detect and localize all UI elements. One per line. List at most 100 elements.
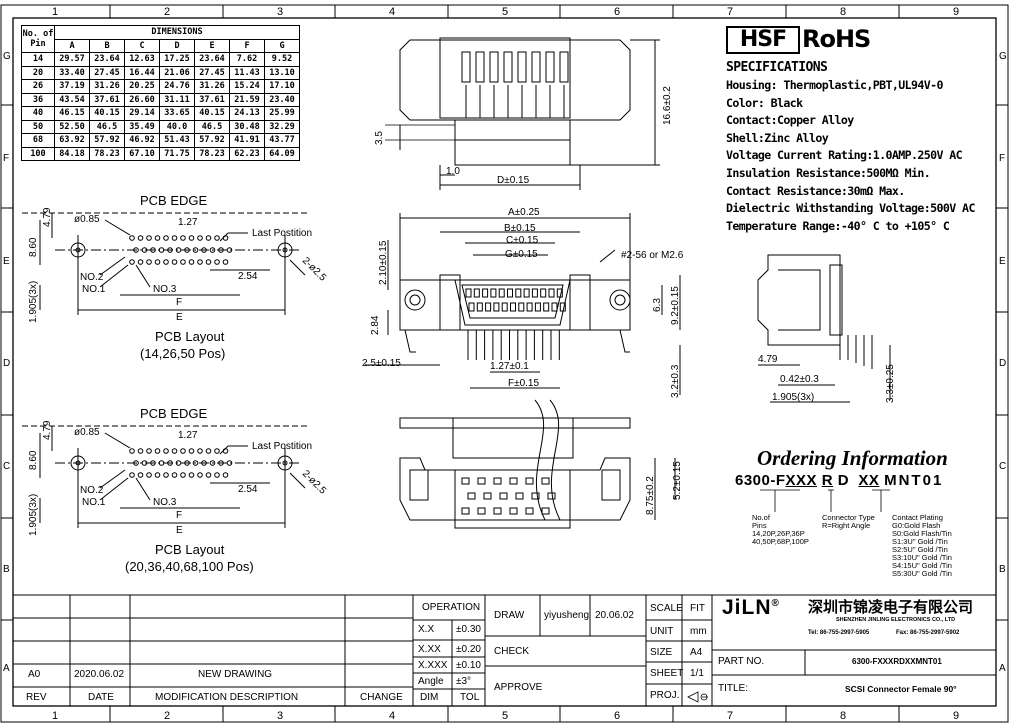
dim-table-cell: 30.48 (229, 119, 265, 134)
front-dim-b: B±0.15 (504, 223, 536, 234)
leader-last-2 (219, 232, 229, 242)
rev-date: 2020.06.02 (74, 669, 125, 680)
pcb-positions-label: (20,36,40,68,100 Pos) (125, 559, 254, 574)
pin-hole (547, 492, 556, 500)
pin-hole (180, 235, 186, 241)
code-suffix: MNT01 (884, 472, 944, 489)
type-line-1: R=Right Angle (822, 521, 871, 530)
leader-no3 (135, 477, 151, 501)
row-label-right: C (999, 461, 1006, 472)
pin-hole (461, 477, 470, 485)
front-dim-92: 9.2±0.15 (670, 286, 681, 325)
pin-hole (154, 472, 161, 478)
pcb-no3: NO.3 (153, 284, 177, 295)
contact (490, 288, 497, 298)
company-en: SHENZHEN JINLING ELECTRONICS CO., LTD (836, 617, 956, 623)
contact (498, 288, 505, 298)
column-label-top: 9 (953, 6, 959, 18)
pin-hole (192, 247, 199, 253)
column-label-top: 4 (389, 6, 395, 18)
code-xx: XX (858, 472, 880, 489)
pcb-layout-label: PCB Layout (155, 329, 225, 344)
hdr-dim: DIM (420, 692, 439, 703)
contact (473, 288, 480, 298)
pin-hole (214, 259, 220, 265)
pcb-pitch: 1.27 (178, 430, 198, 441)
pin-hole (209, 460, 216, 466)
pin-hole (146, 448, 152, 454)
pins-title: No.of (752, 513, 770, 522)
pin-hole (192, 460, 199, 466)
pcb-hole-dia: ø0.85 (74, 214, 100, 225)
dim-table-cell: 50 (21, 119, 55, 134)
row-label-right: E (999, 256, 1006, 267)
dim-table-cell: 46.92 (124, 133, 160, 148)
pin-hole (188, 448, 195, 454)
top-dim-d: D±0.15 (497, 175, 530, 186)
pcb-mount-dia: 2-ø2.5 (300, 468, 329, 497)
dim-table-cell: 62.23 (229, 146, 265, 161)
dim-table-cell: 57.92 (194, 133, 230, 148)
contact (556, 288, 563, 298)
row-label-left: F (3, 153, 9, 164)
company-fax: Fax: 86-755-2997-5902 (896, 630, 960, 636)
dim-col-header: D (159, 38, 195, 53)
pin-hole (525, 507, 534, 515)
front-dim-g: G±0.15 (505, 249, 538, 260)
dim-table-cell: 71.75 (159, 146, 195, 161)
pin-hole (188, 235, 195, 241)
leader-no3 (135, 264, 151, 288)
row-a-right: A (999, 663, 1006, 674)
pcb-dim-254: 2.54 (238, 271, 258, 282)
dim-table-cell: 15.24 (229, 79, 265, 94)
plating-line: S1:3U" Gold /Tin (892, 537, 948, 546)
code-d: D (837, 472, 850, 489)
column-label-bottom: 6 (614, 710, 620, 722)
scale-value: FIT (690, 603, 705, 614)
row-label-left: B (3, 564, 10, 575)
plating-line: S0:Gold Flash/Tin (892, 529, 952, 538)
hsf-logo: HSF (726, 26, 800, 54)
top-dim-35: 3.5 (374, 131, 385, 145)
front-dim-25: 2.5±0.15 (362, 358, 401, 369)
pin-hole (222, 259, 229, 265)
spec-line: Housing: Thermoplastic,PBT,UL94V-0 (726, 78, 944, 92)
dim-table-pin-header: No. of Pin (21, 25, 55, 53)
hdr-tol: TOL (460, 692, 480, 703)
pin-hole (509, 477, 518, 485)
pin-hole (171, 235, 178, 241)
rev-value: A0 (28, 669, 41, 680)
pcb-dim-1905: 1.905(3x) (28, 281, 39, 323)
code-r: R (821, 472, 834, 489)
pin-hole (180, 259, 186, 265)
code-prefix: 6300-F (735, 472, 786, 489)
front-dim-284: 2.84 (370, 315, 381, 335)
tolerance-cell: ±0.10 (456, 660, 481, 671)
dim-table-cell: 26.60 (124, 92, 160, 107)
contact (518, 302, 525, 312)
ordering-code: 6300-FXXX R D XX MNT01 (735, 472, 943, 489)
dim-table-cell: 17.25 (159, 52, 195, 67)
dim-table-cell: 33.65 (159, 106, 195, 121)
leader-hole (104, 219, 131, 236)
pin-hole (461, 507, 470, 515)
rev-desc: NEW DRAWING (198, 669, 273, 680)
pin-hole (163, 259, 169, 265)
column-label-bottom: 8 (840, 710, 846, 722)
contact (523, 288, 530, 298)
contact (543, 302, 550, 312)
pin-hole (209, 247, 216, 253)
pin-hole (205, 259, 212, 265)
pcb-last-position: Last Postition (252, 228, 312, 239)
sheet-label: SHEET (650, 668, 684, 679)
pcb-dim-860: 8.60 (28, 237, 39, 257)
hdr-change: CHANGE (360, 692, 403, 703)
pin-hole (154, 448, 161, 454)
dim-table-cell: 9.52 (264, 52, 300, 67)
row-label-left: C (3, 461, 10, 472)
tolerance-cell: ±3° (456, 676, 472, 687)
